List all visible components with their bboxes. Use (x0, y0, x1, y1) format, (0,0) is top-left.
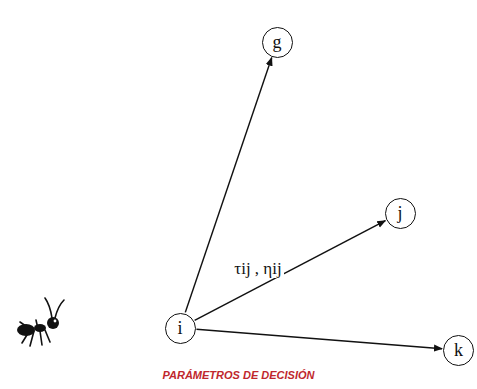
node-label: k (454, 341, 463, 359)
arrow-connector (195, 221, 386, 321)
node-label: g (273, 33, 282, 51)
edge-label: τij , ηij (232, 260, 283, 279)
node-circle: g (262, 27, 293, 58)
node-circle: i (165, 313, 196, 344)
node-label: i (177, 319, 182, 337)
node-circle: j (385, 198, 416, 229)
arrow-connector (196, 329, 442, 348)
node-circle: k (443, 335, 474, 366)
node-label: j (397, 204, 402, 222)
figure-caption: PARÁMETROS DE DECISIÓN (0, 369, 477, 381)
